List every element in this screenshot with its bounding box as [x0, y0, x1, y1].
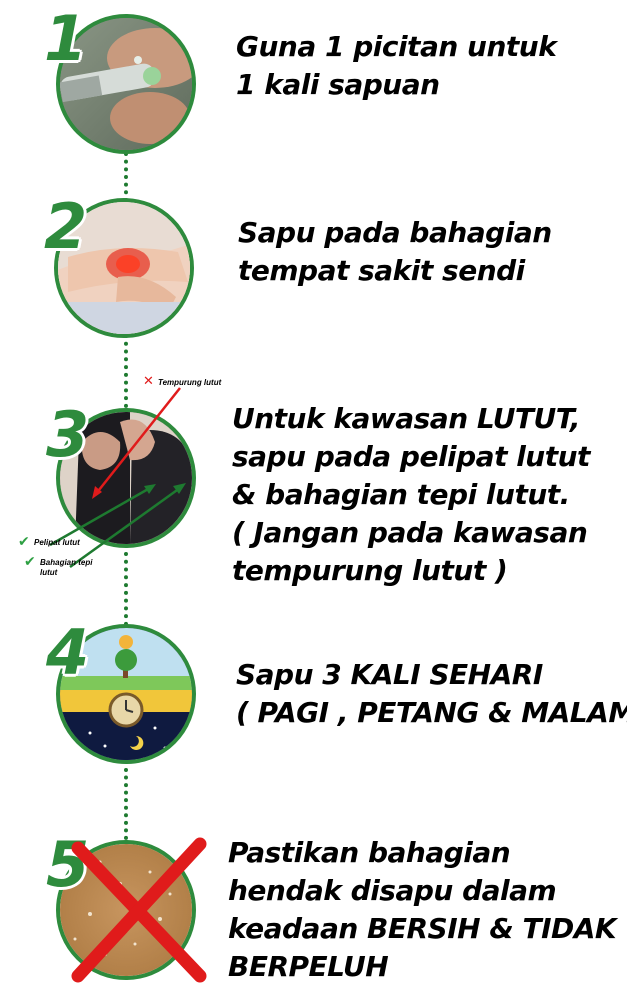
text-line: 1 kali sapuan [236, 68, 440, 101]
step-2-image [54, 198, 194, 338]
text-line: BERPELUH [228, 950, 389, 983]
text-line: ( Jangan pada kawasan [232, 516, 588, 549]
knee-label-side: Bahagian tepi lutut [40, 558, 92, 578]
text-line: ( PAGI , PETANG & MALAM ) [236, 696, 627, 729]
text-line: hendak disapu dalam [228, 874, 557, 907]
text-line: Untuk kawasan LUTUT, [232, 402, 580, 435]
step-5-image [56, 840, 196, 980]
step-connector [124, 334, 128, 408]
moon-icon [130, 735, 144, 750]
text-line: tempurung lutut ) [232, 554, 508, 587]
text-line: Guna 1 picitan untuk [236, 30, 557, 63]
text-line: Pastikan bahagian [228, 836, 511, 869]
step-4-image [56, 624, 196, 764]
text-line: Sapu 3 KALI SEHARI [236, 658, 543, 691]
step-connector [124, 152, 128, 202]
checkmark-icon: ✔ [18, 534, 30, 550]
knee-label-correct: Pelipat lutut [34, 538, 80, 547]
text-line: Sapu pada bahagian [238, 216, 552, 249]
step-1-image [56, 14, 196, 154]
checkmark-icon: ✔ [24, 554, 36, 570]
step-connector [124, 552, 128, 626]
tree-icon [115, 649, 137, 671]
step-number: 3 [46, 398, 90, 471]
step-2-text: Sapu pada bahagian tempat sakit sendi [238, 214, 552, 290]
step-4-text: Sapu 3 KALI SEHARI ( PAGI , PETANG & MAL… [236, 656, 627, 732]
step-number: 1 [44, 2, 88, 75]
step-connector [124, 768, 128, 840]
step-5-text: Pastikan bahagian hendak disapu dalam ke… [228, 834, 617, 986]
step-number: 4 [46, 616, 90, 689]
knee-label-wrong: Tempurung lutut [158, 378, 222, 387]
cross-icon [71, 837, 207, 983]
knee-label-side-line: lutut [40, 568, 58, 577]
text-line: & bahagian tepi lutut. [232, 478, 570, 511]
step-1-text: Guna 1 picitan untuk 1 kali sapuan [236, 28, 557, 104]
text-line: sapu pada pelipat lutut [232, 440, 590, 473]
sun-icon [119, 635, 133, 649]
step-number: 2 [44, 190, 88, 263]
knee-label-side-line: Bahagian tepi [40, 558, 93, 567]
cross-icon: ✕ [143, 374, 154, 389]
text-line: tempat sakit sendi [238, 254, 525, 287]
step-3-text: Untuk kawasan LUTUT, sapu pada pelipat l… [232, 400, 590, 590]
text-line: keadaan BERSIH & TIDAK [228, 912, 617, 945]
